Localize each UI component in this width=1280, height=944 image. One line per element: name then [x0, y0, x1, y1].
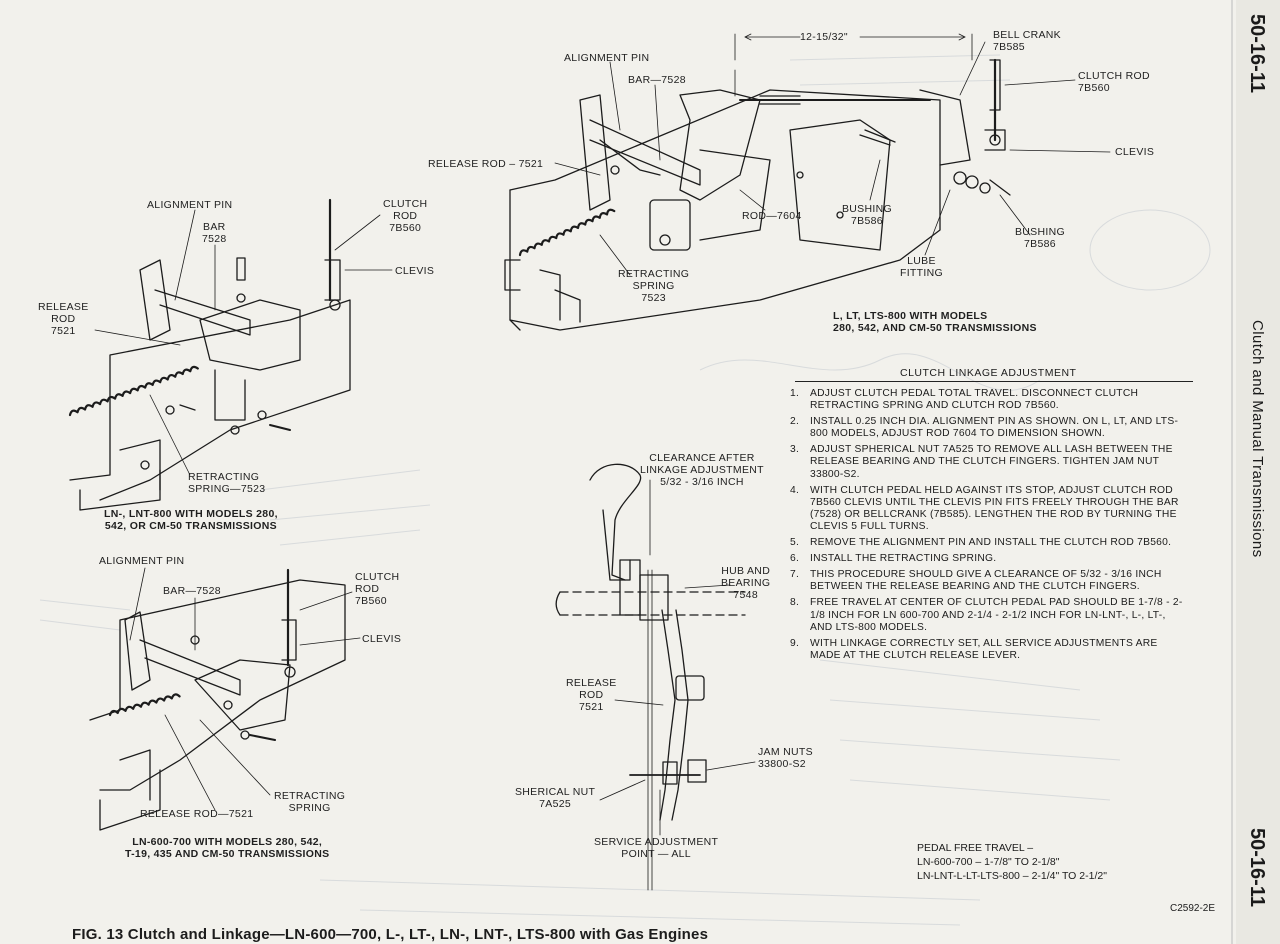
label-release-rod: RELEASE ROD 7521 [566, 677, 617, 713]
left-top-view [68, 198, 393, 511]
page-number-top: 50-16-11 [1246, 14, 1268, 93]
label-hub-and-bearing: HUB AND BEARING 7548 [721, 565, 771, 601]
label-clevis: CLEVIS [362, 633, 402, 645]
retracting-spring-coil [518, 208, 616, 257]
retracting-spring-coil [68, 365, 199, 417]
label-release-rod: RELEASE ROD – 7521 [428, 158, 544, 170]
procedure-step: 5.REMOVE THE ALIGNMENT PIN AND INSTALL T… [790, 537, 1172, 549]
label-clevis: CLEVIS [1115, 146, 1155, 158]
label-release-rod: RELEASE ROD 7521 [38, 301, 89, 337]
label-bar: BAR—7528 [163, 585, 221, 597]
label-clearance: CLEARANCE AFTER LINKAGE ADJUSTMENT 5/32 … [640, 452, 764, 488]
caption-left-top-view: LN-, LNT-800 WITH MODELS 280, 542, OR CM… [104, 508, 278, 532]
dimension-label: 12-15/32" [800, 31, 848, 43]
label-bar: BAR—7528 [628, 74, 686, 86]
label-retracting-spring: RETRACTING SPRING—7523 [188, 471, 266, 495]
label-clutch-rod: CLUTCH ROD 7B560 [1078, 70, 1150, 94]
procedure-step: 8.FREE TRAVEL AT CENTER OF CLUTCH PEDAL … [790, 597, 1183, 633]
procedure-step: 6.INSTALL THE RETRACTING SPRING. [790, 553, 997, 565]
page-number-bottom: 50-16-11 [1246, 828, 1268, 907]
caption-left-bottom-view: LN-600-700 WITH MODELS 280, 542, T-19, 4… [125, 836, 330, 860]
label-alignment-pin: ALIGNMENT PIN [564, 52, 650, 64]
procedure-step: 4.WITH CLUTCH PEDAL HELD AGAINST ITS STO… [790, 484, 1179, 532]
bleed-through-art [39, 54, 1211, 926]
label-rod-7604: ROD—7604 [742, 210, 802, 222]
label-bar: BAR 7528 [202, 221, 227, 245]
figure-caption: FIG. 13 Clutch and Linkage—LN-600—700, L… [72, 926, 709, 943]
label-clutch-rod: CLUTCH ROD 7B560 [383, 198, 428, 234]
label-spherical-nut: SHERICAL NUT 7A525 [515, 786, 596, 810]
label-alignment-pin: ALIGNMENT PIN [147, 199, 233, 211]
procedure-step: 1.ADJUST CLUTCH PEDAL TOTAL TRAVEL. DISC… [790, 388, 1139, 412]
pedal-free-travel-line: LN-600-700 – 1-7/8" TO 2-1/8" [917, 856, 1060, 868]
pedal-free-travel-line: LN-LNT-L-LT-LTS-800 – 2-1/4" TO 2-1/2" [917, 870, 1107, 882]
pedal-free-travel-title: PEDAL FREE TRAVEL – [917, 842, 1034, 854]
caption-top-right-view: L, LT, LTS-800 WITH MODELS 280, 542, AND… [833, 310, 1037, 334]
label-release-rod: RELEASE ROD—7521 [140, 808, 254, 820]
label-retracting-spring: RETRACTING SPRING [274, 790, 346, 814]
label-bushing-1: BUSHING 7B586 [842, 203, 892, 227]
top-right-view [504, 33, 1111, 331]
procedure-step: 2.INSTALL 0.25 INCH DIA. ALIGNMENT PIN A… [790, 416, 1179, 440]
center-view [555, 463, 756, 891]
procedure-rule [795, 381, 1193, 382]
label-service-adjustment: SERVICE ADJUSTMENT POINT — ALL [594, 836, 719, 860]
label-clutch-rod: CLUTCH ROD 7B560 [355, 571, 400, 607]
label-bell-crank: BELL CRANK 7B585 [993, 29, 1061, 53]
label-jam-nuts: JAM NUTS 33800-S2 [758, 746, 813, 770]
label-lube-fitting: LUBE FITTING [900, 255, 943, 279]
drawing-code: C2592-2E [1170, 903, 1216, 914]
label-bushing-2: BUSHING 7B586 [1015, 226, 1065, 250]
procedure-heading: CLUTCH LINKAGE ADJUSTMENT [900, 367, 1077, 379]
section-title: Clutch and Manual Transmissions [1249, 320, 1266, 558]
retracting-spring-coil [108, 693, 181, 717]
procedure-steps: 1.ADJUST CLUTCH PEDAL TOTAL TRAVEL. DISC… [790, 388, 1190, 666]
label-clevis: CLEVIS [395, 265, 435, 277]
left-bottom-view [89, 567, 361, 831]
procedure-step: 9.WITH LINKAGE CORRECTLY SET, ALL SERVIC… [790, 637, 1158, 661]
procedure-step: 3.ADJUST SPHERICAL NUT 7A525 TO REMOVE A… [790, 444, 1173, 480]
procedure-step: 7.THIS PROCEDURE SHOULD GIVE A CLEARANCE… [790, 569, 1162, 593]
label-alignment-pin: ALIGNMENT PIN [99, 555, 185, 567]
label-retracting-spring: RETRACTING SPRING 7523 [618, 268, 690, 304]
